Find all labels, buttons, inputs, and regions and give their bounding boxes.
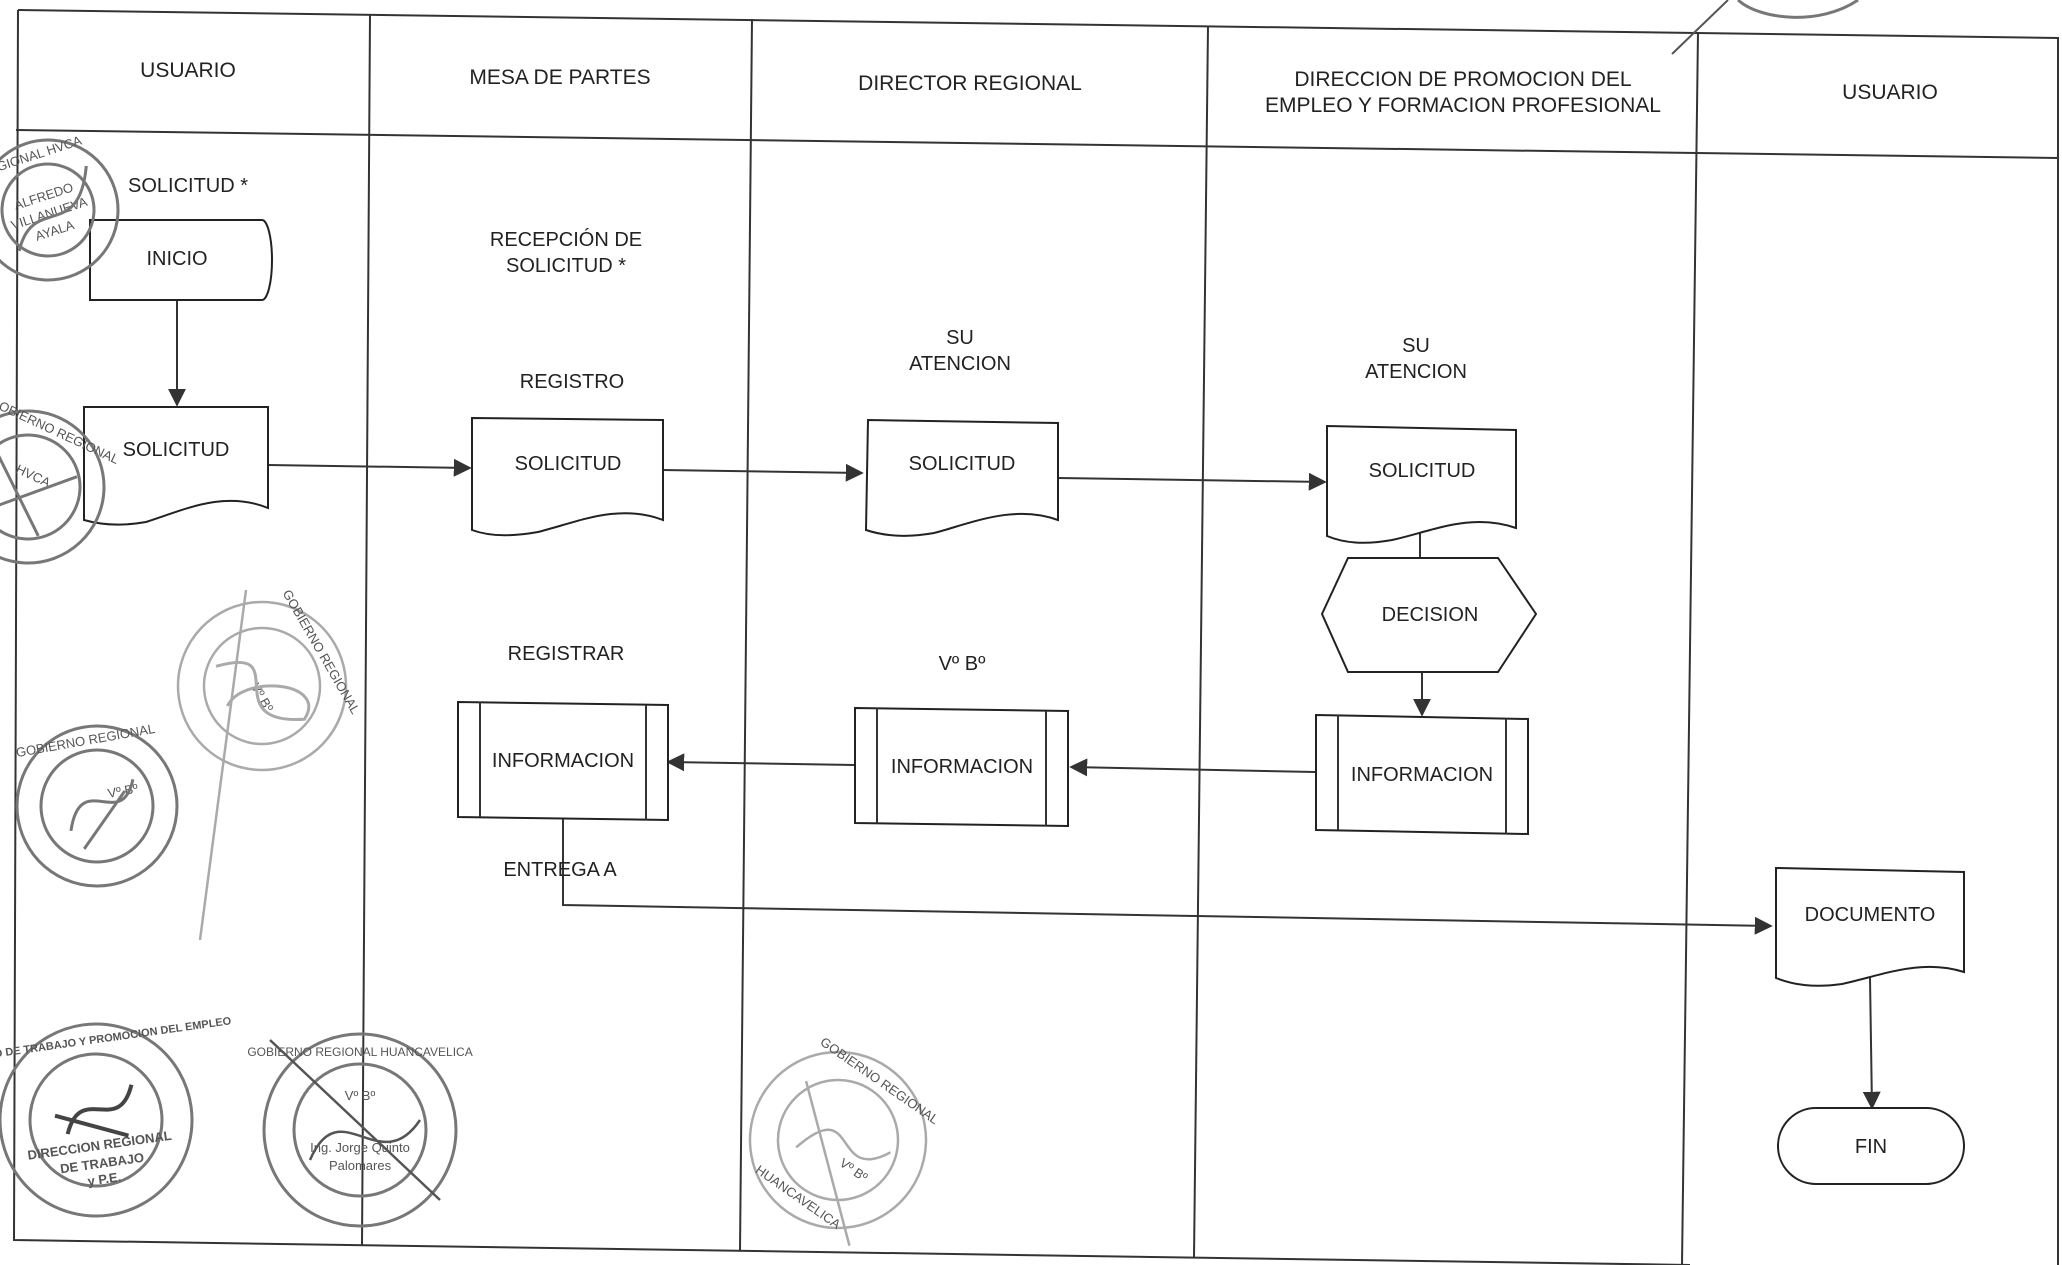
lane-header-director-regional: DIRECTOR REGIONAL — [858, 72, 1082, 95]
label-decision: DECISION — [1382, 604, 1479, 626]
decision-hexagon — [1320, 557, 1538, 673]
label-su-atencion-director-line2: ATENCION — [909, 353, 1011, 375]
solicitud-usuario-document — [83, 406, 269, 526]
label-informacion-mesa: INFORMACION — [492, 750, 634, 772]
label-su-atencion-promocion-line1: SU — [1402, 335, 1430, 357]
svg-text:y P.E.: y P.E. — [87, 1169, 122, 1189]
label-recepcion-line1: RECEPCIÓN DE — [490, 228, 642, 251]
stamp-seal-ministerio-trabajo: MINISTERIO DE TRABAJO Y PROMOCION DEL EM… — [0, 1015, 232, 1218]
inicio-terminator — [89, 219, 273, 301]
stamp-seal-top-right-partial — [1671, 0, 1859, 55]
lane-header-direccion-promocion-line2: EMPLEO Y FORMACION PROFESIONAL — [1265, 94, 1661, 117]
arrow-director-to-mesa — [666, 753, 856, 772]
arrow-documento-to-fin — [1862, 977, 1881, 1110]
arrow-director-to-promocion — [1057, 472, 1327, 491]
label-informacion-promocion: INFORMACION — [1351, 764, 1493, 786]
informacion-mesa-process — [457, 700, 669, 822]
informacion-promocion-process — [1315, 713, 1529, 836]
flow-shapes — [83, 219, 1965, 1185]
signature-stroke-faded — [198, 589, 248, 941]
label-fin: FIN — [1855, 1136, 1887, 1158]
arrow-entrega-to-documento — [562, 818, 1773, 935]
fin-terminator — [1777, 1107, 1965, 1185]
svg-text:Palomares: Palomares — [329, 1158, 392, 1173]
label-solicitud-director: SOLICITUD — [909, 453, 1016, 475]
solicitud-mesa-document — [471, 416, 664, 537]
arrow-usuario-to-mesa — [267, 458, 472, 477]
stamp-seal-vobo-infraestructura: GOBIERNO REGIONAL Vº Bº — [15, 721, 179, 888]
documento-document — [1775, 866, 1965, 987]
arrow-promocion-to-director — [1069, 758, 1316, 777]
svg-text:Ing. Jorge Quinto: Ing. Jorge Quinto — [310, 1140, 410, 1155]
lane-header-mesa-de-partes: MESA DE PARTES — [469, 66, 650, 89]
lane-headers: USUARIO MESA DE PARTES DIRECTOR REGIONAL… — [140, 59, 1938, 117]
stamp-seal-vobo-faded: GOBIERNO REGIONAL Vº Bº — [176, 587, 363, 772]
solicitud-director-document — [864, 418, 1059, 537]
label-solicitud-promocion: SOLICITUD — [1369, 460, 1476, 482]
lane-grid — [12, 9, 2059, 1265]
lane-header-direccion-promocion-line1: DIRECCION DE PROMOCION DEL — [1294, 68, 1631, 91]
label-su-atencion-promocion-line2: ATENCION — [1365, 361, 1467, 383]
arrow-mesa-to-director — [661, 463, 864, 482]
svg-text:Vº Bº: Vº Bº — [345, 1088, 376, 1103]
label-inicio: INICIO — [146, 248, 207, 270]
svg-text:HVCA: HVCA — [14, 461, 53, 490]
label-solicitud-mesa: SOLICITUD — [515, 453, 622, 475]
solicitud-promocion-document — [1326, 424, 1517, 544]
label-documento: DOCUMENTO — [1805, 904, 1936, 926]
flow-connectors — [168, 298, 1881, 1110]
label-recepcion-line2: SOLICITUD * — [506, 255, 626, 277]
svg-text:MINISTERIO DE TRABAJO Y PROMOC: MINISTERIO DE TRABAJO Y PROMOCION DEL EM… — [0, 1015, 232, 1068]
label-su-atencion-director-line1: SU — [946, 327, 974, 349]
stamp-seal-vobo-quinto: GOBIERNO REGIONAL HUANCAVELICA Vº Bº Ing… — [247, 1032, 473, 1228]
svg-text:GOBIERNO REGIONAL HUANCAVELICA: GOBIERNO REGIONAL HUANCAVELICA — [247, 1045, 472, 1059]
informacion-director-process — [854, 706, 1069, 828]
label-vobo: Vº Bº — [939, 653, 987, 675]
label-solicitud-star: SOLICITUD * — [128, 175, 248, 197]
label-registrar: REGISTRAR — [508, 643, 625, 665]
stamp-seal-gobierno-huancavelica-faded: GOBIERNO REGIONAL HUANCAVELICA Vº Bº — [748, 1034, 942, 1247]
svg-text:GOBIERNO REGIONAL: GOBIERNO REGIONAL — [280, 587, 363, 717]
label-solicitud-usuario: SOLICITUD — [123, 439, 230, 461]
label-registro: REGISTRO — [520, 371, 624, 393]
label-informacion-director: INFORMACION — [891, 756, 1033, 778]
lane-header-usuario: USUARIO — [140, 59, 236, 82]
label-entrega: ENTREGA A — [503, 859, 617, 881]
lane-header-usuario-final: USUARIO — [1842, 81, 1938, 104]
step-labels: SOLICITUD * INICIO SOLICITUD RECEPCIÓN D… — [123, 175, 1936, 1158]
